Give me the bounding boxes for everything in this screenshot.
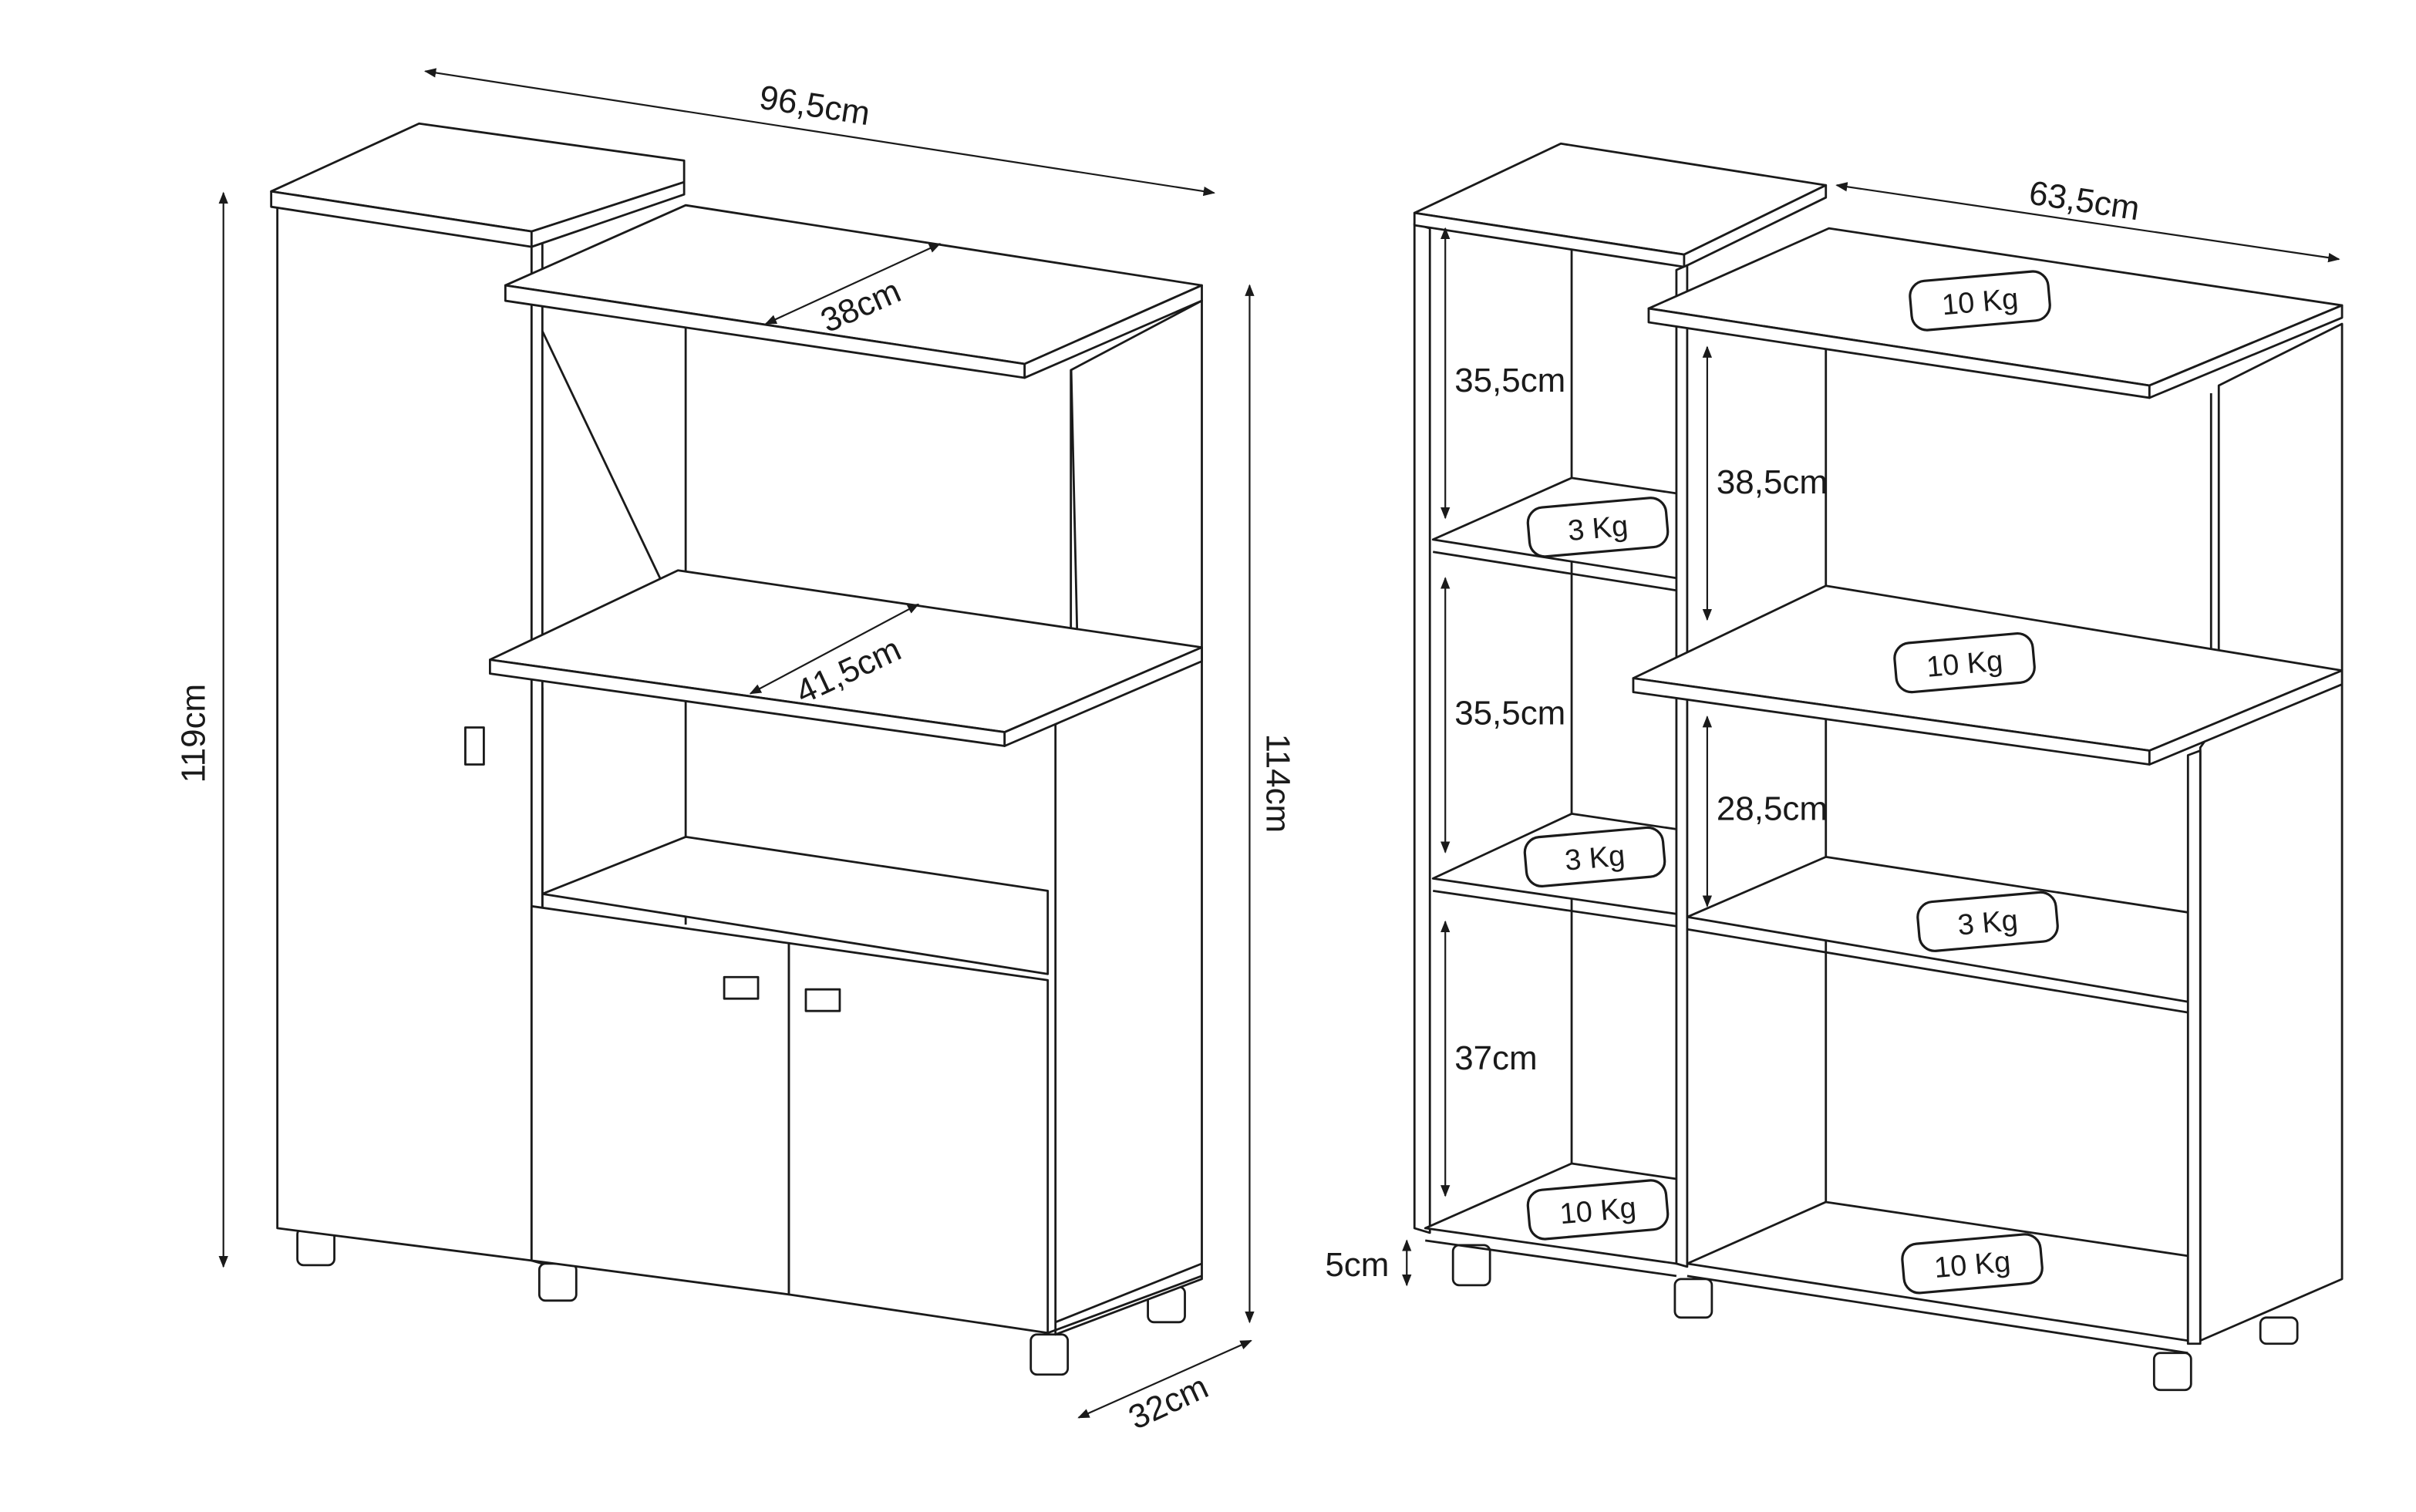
left-top-board	[1413, 142, 1828, 256]
load-badge-left-shelf-1: 3 Kg	[1526, 497, 1670, 558]
load-badge-left-bottom: 10 Kg	[1526, 1179, 1670, 1241]
svg-text:3 Kg: 3 Kg	[1563, 840, 1626, 877]
leg	[1673, 1278, 1713, 1319]
lower-niche-shelf	[541, 836, 1050, 975]
svg-text:10 Kg: 10 Kg	[1925, 645, 2003, 683]
side-panel	[1054, 646, 1203, 1336]
tall-door	[276, 205, 533, 1262]
load-badge-middle: 10 Kg	[1893, 631, 2036, 694]
leg	[1029, 1333, 1070, 1376]
load-badge-right-bottom: 10 Kg	[1901, 1233, 2044, 1295]
leg-height-label: 5cm	[1325, 1246, 1389, 1284]
right-side-panel	[2199, 322, 2344, 1342]
right-gap-2-label: 28,5cm	[1717, 790, 1828, 827]
load-badge-top: 10 Kg	[1909, 270, 2051, 332]
door-handle	[723, 975, 760, 1000]
right-gap-1-label: 38,5cm	[1717, 463, 1828, 501]
depth-label-right: 63,5cm	[2027, 174, 2142, 228]
leg	[2259, 1316, 2299, 1345]
left-gap-2-label: 35,5cm	[1454, 695, 1565, 732]
leg	[537, 1262, 578, 1302]
svg-text:3 Kg: 3 Kg	[1956, 904, 2019, 942]
door-handle	[464, 726, 485, 766]
leg	[1451, 1244, 1491, 1287]
svg-text:10 Kg: 10 Kg	[1932, 1246, 2011, 1285]
left-gap-1-label: 35,5cm	[1454, 362, 1565, 399]
load-badge-left-shelf-2: 3 Kg	[1523, 826, 1666, 887]
load-badges: 10 Kg 10 Kg 3 Kg 10 Kg 3 Kg 3 Kg 10 Kg	[1523, 270, 2059, 1295]
leg	[2152, 1352, 2192, 1392]
total-height-label: 119cm	[175, 684, 213, 783]
left-gap-3-label: 37cm	[1454, 1039, 1537, 1077]
right-dimensions: 63,5cm 35,5cm 35,5cm 37cm 5cm 38,5cm 28,…	[1325, 174, 2340, 1287]
left-lower-door	[530, 904, 790, 1296]
svg-text:10 Kg: 10 Kg	[1558, 1192, 1637, 1231]
load-badge-right-shelf: 3 Kg	[1916, 891, 2059, 952]
svg-text:3 Kg: 3 Kg	[1566, 510, 1629, 547]
door-handle	[804, 988, 841, 1012]
closed-cabinet-view	[270, 122, 1203, 1376]
svg-text:10 Kg: 10 Kg	[1940, 283, 2019, 322]
side-height-label: 114cm	[1259, 734, 1296, 833]
